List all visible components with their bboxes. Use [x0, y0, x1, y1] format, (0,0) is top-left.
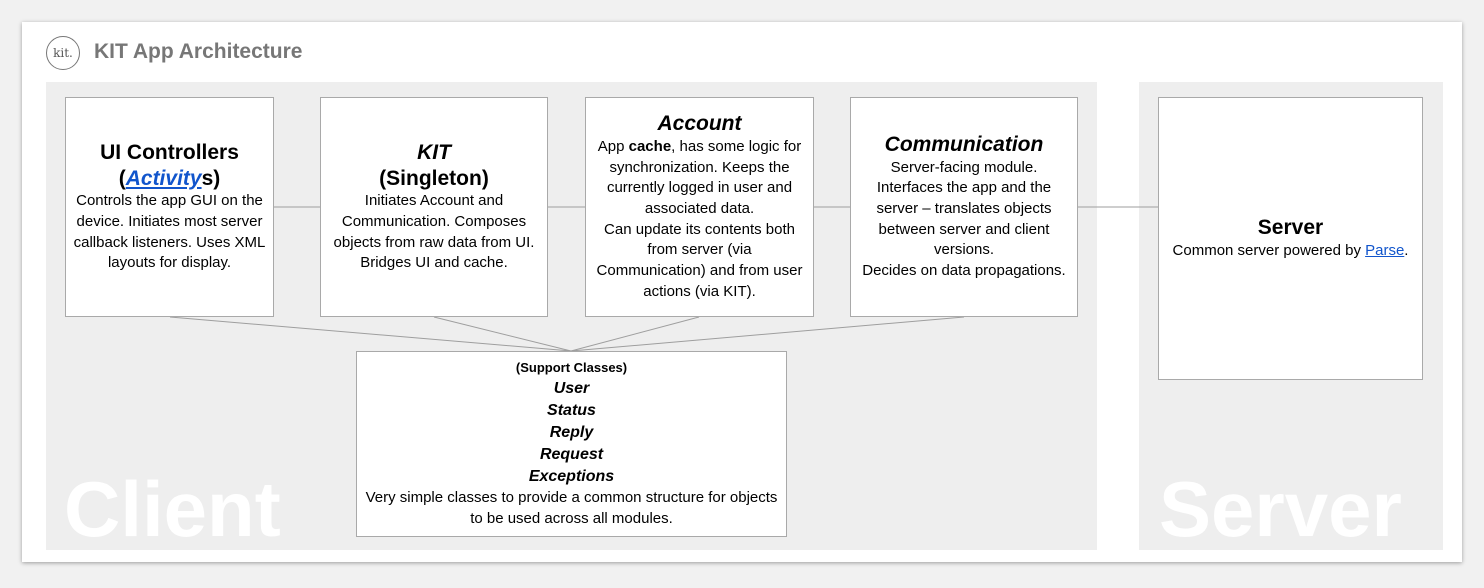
- support-item-user: User: [553, 379, 590, 397]
- client-zone-label: Client: [64, 465, 281, 550]
- account-description: App cache, has some logic for synchroniz…: [592, 137, 807, 220]
- support-classes-description: Very simple classes to provide a common …: [365, 489, 778, 527]
- communication-description-2: Decides on data propagations.: [862, 262, 1066, 280]
- kit-logo: kit.: [46, 36, 80, 70]
- account-description-2: Can update its contents both from server…: [596, 220, 803, 300]
- ui-close-paren: s): [201, 166, 221, 190]
- parse-link[interactable]: Parse: [1365, 241, 1405, 259]
- link-kit-support: [433, 316, 572, 352]
- kit-subtitle: (Singleton): [379, 166, 489, 190]
- ui-controllers-title: UI Controllers: [100, 141, 239, 165]
- account-desc-pre: App: [597, 138, 629, 156]
- server-box: Server Common server powered by Parse.: [1158, 97, 1423, 380]
- server-title: Server: [1257, 216, 1324, 240]
- support-classes-title: (Support Classes): [515, 360, 628, 376]
- ui-controllers-subtitle: (Activitys): [119, 166, 221, 192]
- support-item-exceptions: Exceptions: [528, 468, 615, 486]
- ui-open-paren: (: [118, 166, 126, 190]
- link-communication-support: [570, 316, 965, 352]
- link-ui-support: [169, 316, 572, 352]
- account-desc-post: , has some logic for synchronization. Ke…: [606, 138, 802, 218]
- kit-box: KIT (Singleton) Initiates Account and Co…: [320, 97, 548, 317]
- support-item-reply: Reply: [549, 424, 594, 442]
- link-account-support: [570, 316, 700, 352]
- kit-description: Initiates Account and Communication. Com…: [333, 192, 535, 272]
- support-item-request: Request: [539, 446, 604, 464]
- support-classes-box: (Support Classes) User Status Reply Requ…: [356, 351, 787, 537]
- ui-controllers-description: Controls the app GUI on the device. Init…: [73, 192, 266, 272]
- account-desc-bold: cache: [628, 138, 672, 156]
- server-desc-pre: Common server powered by: [1172, 241, 1366, 259]
- kit-logo-text: kit.: [53, 46, 73, 60]
- diagram-title: KIT App Architecture: [94, 40, 303, 63]
- communication-description: Server-facing module. Interfaces the app…: [876, 158, 1052, 259]
- server-description: Common server powered by Parse.: [1173, 241, 1409, 262]
- account-box: Account App cache, has some logic for sy…: [585, 97, 814, 317]
- communication-box: Communication Server-facing module. Inte…: [850, 97, 1078, 317]
- support-item-status: Status: [547, 401, 596, 419]
- account-title: Account: [657, 112, 742, 136]
- activity-link[interactable]: Activity: [125, 166, 202, 190]
- ui-controllers-box: UI Controllers (Activitys) Controls the …: [65, 97, 274, 317]
- server-desc-post: .: [1404, 241, 1409, 259]
- communication-title: Communication: [884, 133, 1044, 157]
- server-zone-label: Server: [1159, 465, 1402, 550]
- kit-title: KIT: [417, 141, 451, 165]
